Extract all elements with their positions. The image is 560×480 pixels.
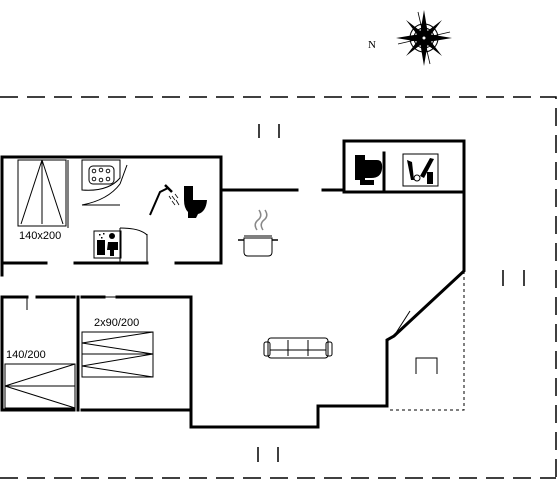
window-marks [257,124,525,462]
toilet-icon [355,155,383,185]
double-bed-icon [4,363,76,409]
shower-icon [149,184,180,216]
garden-chair-icon [415,357,438,374]
sauna-icon [93,230,122,259]
sofa-icon [263,337,333,359]
door-swings [26,164,411,337]
bed-size-label-middle: 2x90/200 [94,317,139,329]
cooking-pot-icon [238,209,278,257]
washing-machine-icon [402,153,439,187]
property-boundary [0,96,557,479]
compass-north-label: N [368,39,376,51]
terrace [387,192,465,411]
interior-walls [3,151,466,412]
whirlpool-icon [81,159,121,191]
twin-beds-icon [81,331,154,378]
outer-walls [0,139,466,429]
double-bed-icon [17,159,67,227]
compass-rose-icon [396,10,452,66]
toilet-icon [184,186,207,218]
bed-size-label-top-left: 140x200 [19,230,61,242]
bed-size-label-bottom-left: 140/200 [6,349,46,361]
